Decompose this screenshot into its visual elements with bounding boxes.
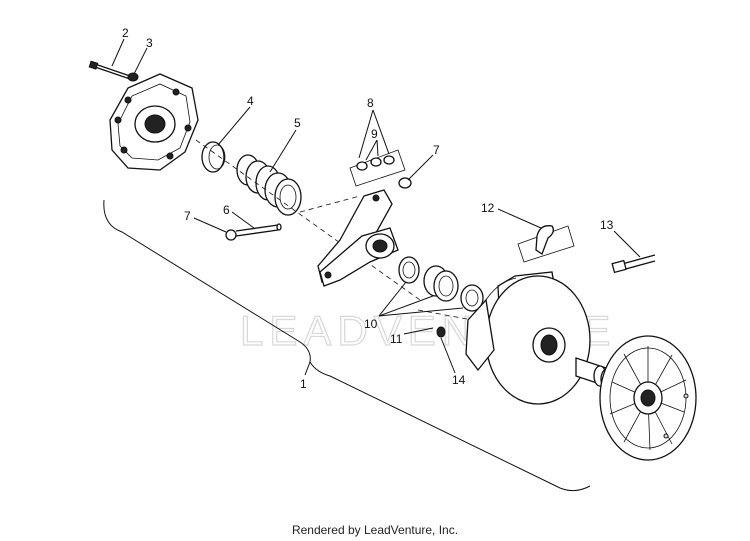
svg-text:4: 4 xyxy=(247,94,254,108)
callout-12: 12 xyxy=(481,201,542,229)
movable-sheave-part xyxy=(465,271,591,405)
cover-plate-part xyxy=(109,73,199,171)
callout-4: 4 xyxy=(217,94,254,146)
bushing-set-part xyxy=(398,256,484,312)
svg-text:3: 3 xyxy=(146,36,153,50)
svg-text:7: 7 xyxy=(184,209,191,223)
washer-part xyxy=(127,72,139,82)
svg-text:8: 8 xyxy=(367,96,374,110)
cap-part xyxy=(398,177,412,189)
callout-7-upper: 7 xyxy=(407,143,440,181)
callout-1: 1 xyxy=(300,361,311,391)
svg-text:9: 9 xyxy=(371,127,378,141)
svg-text:1: 1 xyxy=(300,377,307,391)
callout-13: 13 xyxy=(600,218,641,258)
callout-3: 3 xyxy=(133,36,153,75)
svg-text:7: 7 xyxy=(433,143,440,157)
weight-arm-part xyxy=(317,189,399,287)
callout-11: 11 xyxy=(390,327,434,346)
roller-hardware-group xyxy=(349,149,406,187)
footer-credit: Rendered by LeadVenture, Inc. xyxy=(291,523,459,537)
callout-2: 2 xyxy=(111,26,129,67)
callout-9: 9 xyxy=(365,127,379,161)
svg-text:11: 11 xyxy=(390,332,403,346)
bushing-ring-part xyxy=(201,141,226,173)
svg-text:6: 6 xyxy=(223,203,230,217)
svg-text:5: 5 xyxy=(294,116,301,130)
bolt-part xyxy=(88,60,131,80)
svg-text:12: 12 xyxy=(481,201,495,215)
latch-bracket-part xyxy=(517,225,575,263)
nut-part xyxy=(436,326,446,338)
long-bolt-part xyxy=(611,254,656,274)
callout-10: 10 xyxy=(364,281,464,331)
callout-14: 14 xyxy=(440,337,466,387)
callout-5: 5 xyxy=(269,116,301,173)
callout-6: 6 xyxy=(223,203,255,229)
assembly-axis-line xyxy=(195,139,501,326)
callout-7-lower: 7 xyxy=(184,209,227,233)
fixed-sheave-part xyxy=(599,335,697,461)
svg-text:13: 13 xyxy=(600,218,614,232)
spring-part xyxy=(236,154,302,216)
svg-text:2: 2 xyxy=(122,26,129,40)
callout-8: 8 xyxy=(358,96,390,159)
pin-part xyxy=(225,223,282,241)
svg-text:14: 14 xyxy=(452,373,466,387)
svg-text:10: 10 xyxy=(364,317,378,331)
